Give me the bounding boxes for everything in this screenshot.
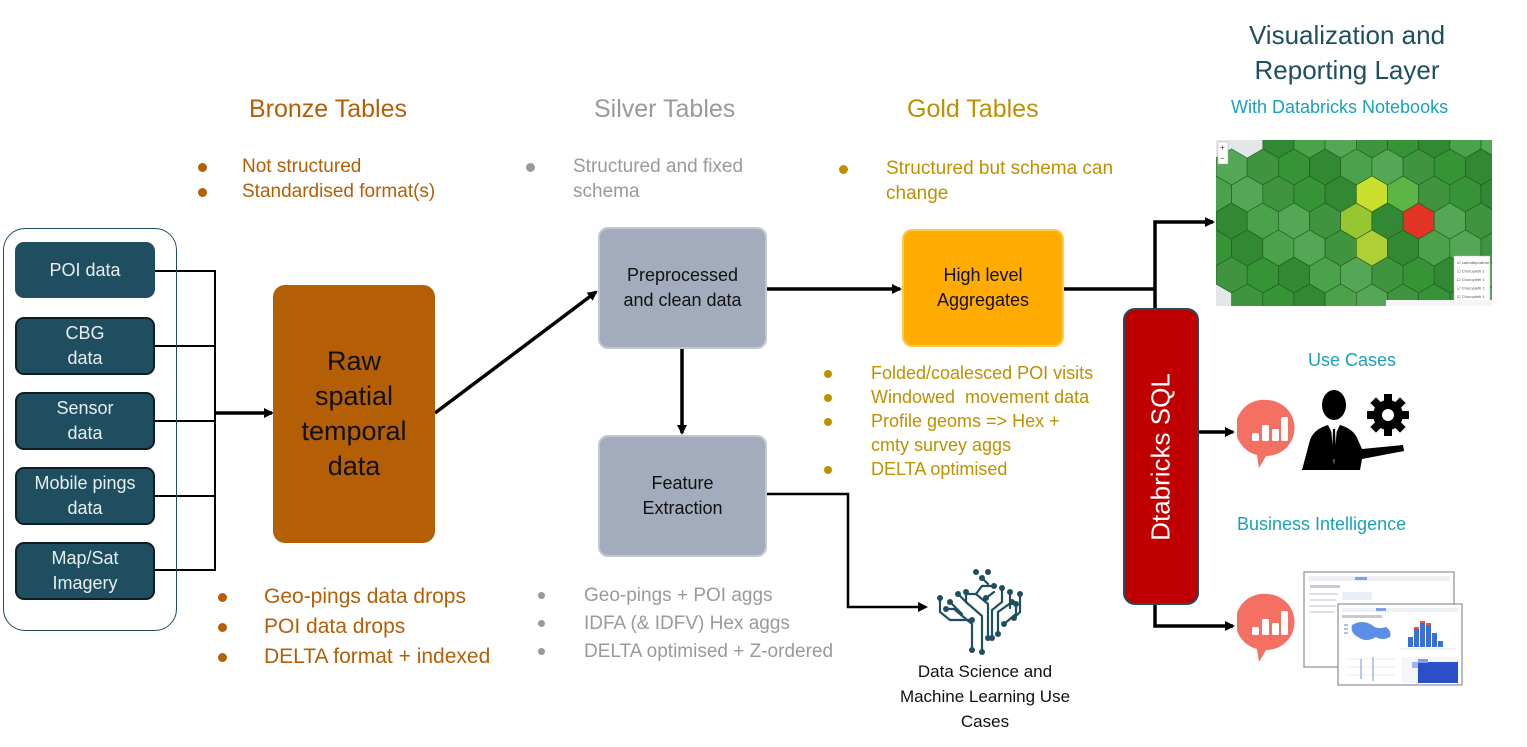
use-cases-label: Use Cases (1308, 350, 1397, 370)
bullet-item: Geo-pings data drops (218, 582, 490, 612)
bullet-item: Geo-pings + POI aggs (538, 582, 833, 610)
bullet-item: DELTA optimised + Z-ordered (538, 638, 833, 666)
bullet-item: Windowed movement data (824, 385, 1124, 409)
bullet-dot (538, 592, 545, 599)
bullet-dot (824, 370, 832, 378)
gold-bottom-bullets: Folded/coalesced POI visits Windowed mov… (824, 361, 1124, 481)
bar-chart-bubble-icon (1237, 593, 1295, 662)
bullet-dot (218, 653, 227, 662)
arrow-to-bi (1153, 601, 1235, 631)
bronze-tables-title: Bronze Tables (249, 95, 407, 123)
hex-choropleth-map: + − ☑ cartodbpositron ☑ Choropleth 1 ☑ Cho… (1216, 140, 1492, 306)
map-legend-item[interactable]: ☑ cartodbpositron (1457, 260, 1489, 265)
arrow-to-ml (767, 492, 928, 612)
bullet-dot (824, 418, 832, 426)
source-sensor-data: Sensor data (15, 392, 155, 450)
zoom-in-icon[interactable]: + (1220, 143, 1225, 152)
bullet-item: Profile geoms => Hex + cmty survey aggs (824, 409, 1071, 457)
source-poi-data: POI data (15, 242, 155, 298)
ml-use-cases-label: Data Science and Machine Learning Use Ca… (899, 662, 1071, 731)
source-mobile-pings-data: Mobile pings data (15, 467, 155, 525)
map-layer-legend[interactable] (1453, 255, 1491, 303)
bullet-dot (526, 163, 535, 172)
bar-chart-bubble-icon (1237, 399, 1295, 468)
raw-spatial-temporal-node: Raw spatial temporal data (273, 285, 435, 543)
hex-cell (1262, 283, 1295, 306)
hex-cell (1293, 283, 1326, 306)
gold-top-bullets: Structured but schema can change (839, 156, 1129, 206)
bullet-item: POI data drops (218, 612, 490, 642)
high-level-aggregates-node: High level Aggregates (902, 229, 1064, 347)
bronze-bottom-bullets: Geo-pings data drops POI data drops DELT… (218, 582, 490, 672)
hex-cell (1324, 283, 1357, 306)
circuit-brain-icon (937, 569, 1023, 655)
bullet-item: Structured and fixed schema (526, 154, 746, 204)
bullet-dot (824, 394, 832, 402)
bullet-item: Folded/coalesced POI visits (824, 361, 1124, 385)
silver-bottom-bullets: Geo-pings + POI aggs IDFA (& IDFV) Hex a… (538, 582, 833, 666)
businessman-gear-icon (1302, 390, 1409, 470)
preprocessed-node: Preprocessed and clean data (598, 227, 767, 349)
data-sources-panel (3, 228, 177, 631)
bullet-item: DELTA optimised (824, 457, 1124, 481)
source-cbg-data: CBG data (15, 317, 155, 375)
databricks-notebooks-subtitle: With Databricks Notebooks (1231, 97, 1449, 117)
bullet-dot (839, 165, 848, 174)
gold-tables-title: Gold Tables (907, 95, 1039, 123)
silver-top-bullets: Structured and fixed schema (526, 154, 746, 204)
bi-dashboard-screenshot (1303, 571, 1463, 686)
databricks-sql-label: Dtabricks SQL (1145, 372, 1176, 541)
bullet-item: Structured but schema can change (839, 156, 1129, 206)
hex-cell (1231, 283, 1264, 306)
bullet-item: Not structured (198, 154, 435, 179)
bullet-item: DELTA format + indexed (218, 642, 490, 672)
bullet-dot (218, 593, 227, 602)
map-legend-item[interactable]: ☑ Choropleth 1 (1457, 294, 1485, 299)
business-intelligence-label: Business Intelligence (1237, 514, 1407, 534)
map-legend-item[interactable]: ☑ Choropleth 1 (1457, 269, 1485, 274)
bullet-dot (824, 466, 832, 474)
hex-map-svg: + − ☑ cartodbpositron ☑ Choropleth 1 ☑ Cho… (1216, 140, 1492, 306)
bullet-dot (198, 163, 207, 172)
bullet-item: Standardised format(s) (198, 179, 435, 204)
silver-tables-title: Silver Tables (594, 95, 736, 123)
source-map-sat-imagery: Map/Sat Imagery (15, 542, 155, 600)
bronze-top-bullets: Not structured Standardised format(s) (198, 154, 435, 204)
bullet-dot (538, 648, 545, 655)
bullet-dot (218, 623, 227, 632)
map-legend-item[interactable]: ☑ Choropleth 1 (1457, 277, 1485, 282)
zoom-control[interactable] (1217, 141, 1229, 165)
hex-cell (1356, 283, 1388, 306)
map-legend-item[interactable]: ☑ Choropleth 1 (1457, 286, 1485, 291)
arrow-to-map (1153, 217, 1215, 308)
feature-extraction-node: Feature Extraction (598, 435, 767, 557)
bullet-dot (198, 188, 207, 197)
databricks-sql-node: Dtabricks SQL (1123, 308, 1199, 605)
arrow-to-preprocessed (433, 290, 598, 415)
zoom-out-icon[interactable]: − (1220, 154, 1225, 163)
visualization-layer-title: Visualization and Reporting Layer (1248, 20, 1446, 85)
bullet-item: IDFA (& IDFV) Hex aggs (538, 610, 833, 638)
bullet-dot (538, 620, 545, 627)
